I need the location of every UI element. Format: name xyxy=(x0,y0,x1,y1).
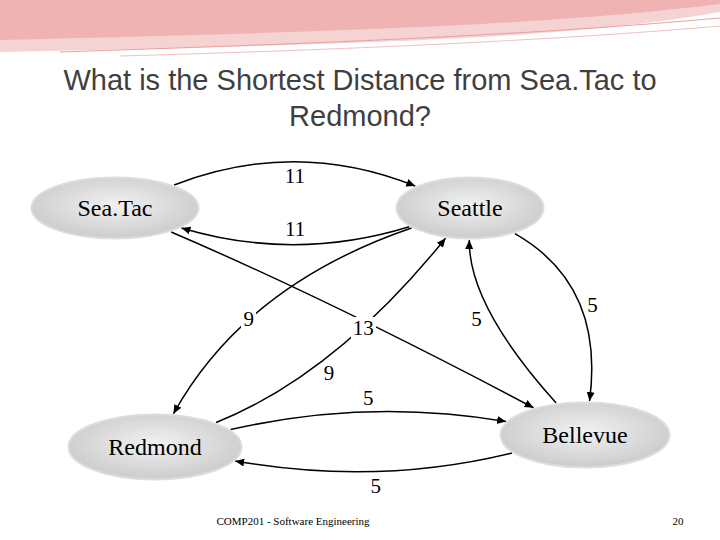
node-text-group: Bellevue xyxy=(542,422,627,449)
place-ellipse: Redmond xyxy=(67,413,243,481)
distance-label: 5 xyxy=(585,294,600,316)
distance-arrow xyxy=(216,238,445,422)
header-swoosh xyxy=(0,0,720,60)
distance-label: 9 xyxy=(322,362,337,384)
node-text-group: Sea.Tac xyxy=(78,195,153,222)
slide-title: What is the Shortest Distance from Sea.T… xyxy=(30,62,690,134)
swoosh-band xyxy=(0,0,720,52)
place-name: Sea.Tac xyxy=(78,195,153,222)
swoosh-line xyxy=(120,26,720,56)
place-name: Bellevue xyxy=(542,422,627,449)
distance-arrow xyxy=(515,234,592,401)
distance-arrow xyxy=(231,411,506,429)
place-ellipse: Sea.Tac xyxy=(30,176,200,240)
node-text-group: Seattle xyxy=(437,195,502,222)
distance-label: 11 xyxy=(283,218,307,240)
node-text-group: Redmond xyxy=(108,434,201,461)
distance-arrow xyxy=(174,162,415,186)
distance-label: 5 xyxy=(369,475,384,497)
place-ellipse: Bellevue xyxy=(499,401,671,469)
place-name: Redmond xyxy=(108,434,201,461)
place-ellipse: Seattle xyxy=(395,176,545,240)
distance-arrow xyxy=(173,228,411,414)
distance-label: 5 xyxy=(469,308,484,330)
distance-arrow xyxy=(469,240,556,403)
distance-label: 11 xyxy=(283,165,307,187)
place-name: Seattle xyxy=(437,195,502,222)
distance-arrow xyxy=(171,232,533,408)
distance-label: 9 xyxy=(241,308,256,330)
distance-label: 13 xyxy=(351,317,376,339)
distance-label: 5 xyxy=(361,387,376,409)
footer-text: COMP201 - Software Engineering xyxy=(216,515,369,527)
distance-arrow xyxy=(235,453,512,472)
slide-number: 20 xyxy=(673,515,684,527)
